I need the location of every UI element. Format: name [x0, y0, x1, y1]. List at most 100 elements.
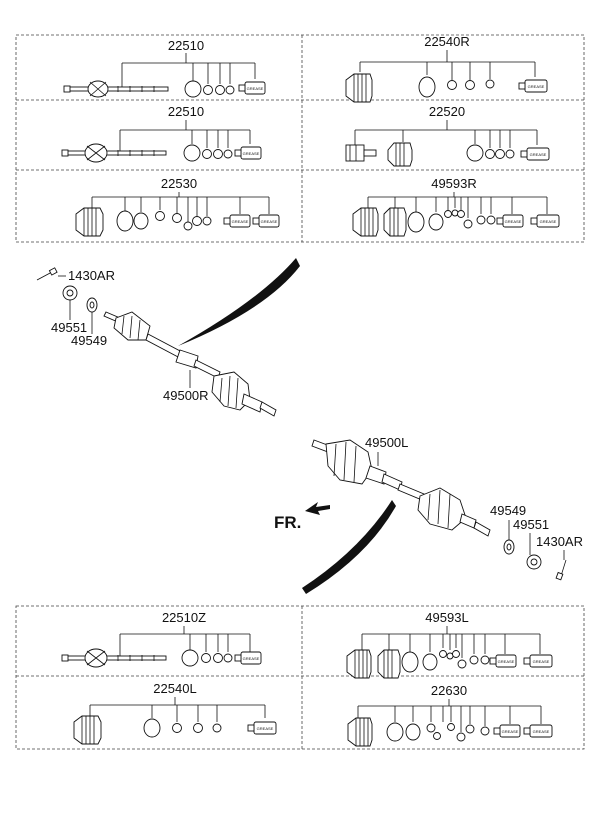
circlip-icon: [133, 212, 149, 230]
kit-panel-22510-b[interactable]: 22510 GREASE: [61, 104, 262, 163]
grease-tube-icon: GREASE: [523, 724, 553, 738]
shaft-assembly-icon: [103, 311, 277, 417]
shaft-assembly-icon: [311, 439, 491, 537]
svg-text:GREASE: GREASE: [232, 219, 249, 224]
circlip-icon: [428, 213, 444, 231]
grease-tube-icon: GREASE: [252, 214, 280, 228]
nut-icon: [62, 285, 78, 301]
kit-panel-22520[interactable]: 22520 GREASE: [345, 104, 550, 167]
kit-panel-22540L[interactable]: 22540L GREASE: [73, 681, 277, 745]
outer-joint-icon: [345, 144, 377, 162]
callout-49500L: 49500L: [365, 435, 408, 450]
ring-icon: [444, 210, 452, 218]
circlip-icon: [116, 210, 134, 232]
nut-icon: [526, 554, 542, 570]
circlip-icon: [407, 211, 425, 233]
svg-text:GREASE: GREASE: [533, 729, 550, 734]
ring-icon: [439, 650, 447, 658]
ring-icon: [223, 149, 233, 159]
circlip-icon: [181, 649, 199, 667]
ring-icon: [465, 724, 475, 734]
ring-icon: [447, 723, 455, 731]
grease-tube-icon: GREASE: [530, 214, 560, 228]
boot-icon: [73, 715, 102, 745]
circlip-icon: [405, 723, 421, 741]
kit-label-49593R: 49593R: [431, 176, 477, 191]
boot-icon: [387, 142, 413, 167]
ring-icon: [202, 216, 212, 226]
drive-shaft-icon: [61, 143, 167, 163]
kit-panel-22530[interactable]: 22530 GREASE GREASE: [75, 176, 280, 237]
svg-text:GREASE: GREASE: [247, 86, 264, 91]
callout-49500R: 49500R: [163, 388, 209, 403]
ring-icon: [452, 650, 460, 658]
ring-icon: [505, 149, 515, 159]
ring-icon: [485, 79, 495, 89]
grease-tube-icon: GREASE: [234, 651, 262, 665]
grease-tube-icon: GREASE: [493, 724, 521, 738]
washer-icon: [503, 539, 515, 555]
ring-icon: [172, 723, 182, 733]
ring-icon: [485, 149, 495, 159]
boot-icon: [345, 73, 373, 103]
kit-label-22540R: 22540R: [424, 34, 470, 49]
kit-label-22520: 22520: [429, 104, 465, 119]
kit-label-22510Z: 22510Z: [162, 610, 206, 625]
ring-icon: [426, 723, 436, 733]
kit-label-22540L: 22540L: [153, 681, 196, 696]
circlip-icon: [183, 144, 201, 162]
grease-tube-icon: GREASE: [496, 214, 524, 228]
grease-tube-icon: GREASE: [223, 214, 251, 228]
circlip-icon: [184, 80, 202, 98]
grease-tube-icon: GREASE: [234, 146, 262, 160]
ring-icon: [486, 215, 496, 225]
svg-text:GREASE: GREASE: [530, 152, 547, 157]
ring-icon: [213, 653, 223, 663]
svg-text:GREASE: GREASE: [257, 726, 274, 731]
drive-shaft-icon: [63, 80, 169, 98]
kit-label-49593L: 49593L: [425, 610, 468, 625]
top-kit-table: [15, 34, 585, 243]
svg-text:GREASE: GREASE: [540, 219, 557, 224]
ring-icon: [480, 726, 490, 736]
ring-icon: [155, 211, 165, 221]
kit-label-22630: 22630: [431, 683, 467, 698]
callout-49551: 49551: [513, 517, 549, 532]
kit-panel-22510Z[interactable]: 22510Z GREASE: [61, 610, 262, 668]
callout-49549: 49549: [71, 333, 107, 348]
circlip-icon: [143, 718, 161, 738]
right-drive-shaft[interactable]: 1430AR 49551 49549 49500R: [36, 258, 300, 417]
ring-icon: [192, 216, 202, 226]
ring-icon: [457, 210, 465, 218]
svg-text:GREASE: GREASE: [261, 219, 278, 224]
ring-icon: [212, 723, 222, 733]
kit-panel-22630[interactable]: 22630 GREASE GREASE: [347, 683, 553, 747]
ring-icon: [463, 219, 473, 229]
ring-icon: [223, 653, 233, 663]
callout-1430AR: 1430AR: [536, 534, 583, 549]
kit-panel-22540R[interactable]: 22540R GREASE: [345, 34, 548, 103]
boot-icon: [377, 649, 401, 679]
grease-tube-icon: GREASE: [518, 79, 548, 93]
left-drive-shaft[interactable]: 49500L 49549 49551 1430AR: [302, 435, 583, 594]
callout-1430AR: 1430AR: [68, 268, 115, 283]
kit-panel-49593R[interactable]: 49593R GREASE GREASE: [352, 176, 560, 237]
boot-icon: [347, 717, 373, 747]
boot-icon: [383, 207, 407, 237]
svg-text:GREASE: GREASE: [528, 84, 545, 89]
svg-text:GREASE: GREASE: [533, 659, 550, 664]
reference-swoosh-icon: [178, 258, 300, 346]
ring-icon: [451, 209, 459, 217]
kit-panel-22510[interactable]: 22510 GREASE: [63, 38, 266, 98]
ring-icon: [172, 213, 182, 223]
boot-icon: [75, 207, 104, 237]
ring-icon: [480, 655, 490, 665]
kit-label-22510: 22510: [168, 104, 204, 119]
circlip-icon: [386, 722, 404, 742]
bolt-icon: [36, 267, 58, 281]
ring-icon: [495, 149, 505, 159]
ring-icon: [456, 732, 466, 742]
kit-panel-49593L[interactable]: 49593L GREASE GREASE: [346, 610, 553, 679]
reference-swoosh-icon: [302, 500, 396, 594]
